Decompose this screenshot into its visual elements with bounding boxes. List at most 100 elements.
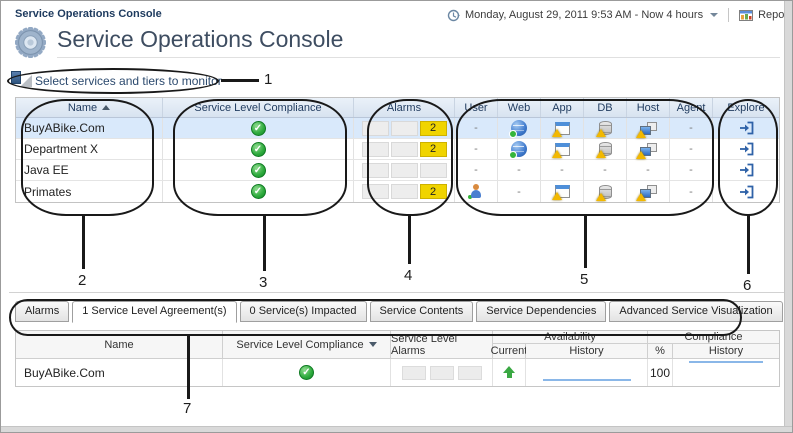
service-name: BuyABike.Com [16, 118, 163, 138]
callout-number-4: 4 [404, 267, 413, 284]
title-divider [57, 57, 780, 58]
db-cell [584, 118, 627, 138]
sla-column-header-compliance-history[interactable]: History [673, 344, 779, 359]
sla-column-header-current[interactable]: Current [490, 344, 528, 359]
callout-number-2: 2 [78, 272, 87, 289]
time-range-dropdown-icon[interactable] [710, 13, 719, 17]
time-range-label[interactable]: Monday, August 29, 2011 9:53 AM - Now 4 … [465, 9, 704, 21]
sla-percent-cell: 100 [648, 359, 673, 386]
sla-column-header-slc[interactable]: Service Level Compliance [223, 331, 391, 359]
availability-up-arrow-icon [502, 366, 516, 379]
column-header-web[interactable]: Web [498, 98, 541, 117]
compliance-cell [163, 139, 354, 159]
table-row[interactable]: Java EE - - - - - - [16, 160, 779, 181]
column-header-agent[interactable]: Agent [670, 98, 713, 117]
services-table-header: Name Service Level Compliance Alarms Use… [16, 98, 779, 118]
callout-number-7: 7 [183, 400, 192, 417]
app-warning-icon [551, 142, 570, 158]
agent-cell: - [670, 181, 713, 202]
column-header-slc[interactable]: Service Level Compliance [163, 98, 354, 117]
sla-compliance-history-cell [673, 359, 779, 386]
tab-advanced-service-visualization[interactable]: Advanced Service Visualization [609, 301, 783, 322]
alarm-count-badge[interactable]: 2 [419, 184, 447, 199]
app-cell [541, 118, 584, 138]
host-cell [627, 118, 670, 138]
table-row[interactable]: Department X 2 - - [16, 139, 779, 160]
column-header-name[interactable]: Name [16, 98, 163, 117]
alarms-cell: 2 [354, 181, 455, 202]
sla-compliance-cell [223, 359, 391, 386]
callout-number-5: 5 [580, 271, 589, 288]
window-right-edge [784, 1, 792, 432]
db-warning-icon [595, 184, 612, 201]
callout-line-4 [408, 215, 411, 264]
tab-service-dependencies[interactable]: Service Dependencies [476, 301, 607, 322]
column-header-alarms[interactable]: Alarms [354, 98, 455, 117]
user-cell: - [455, 160, 498, 180]
warning-triangle-icon [595, 129, 606, 137]
sla-alarms-cell [391, 359, 493, 386]
section-divider [9, 292, 786, 293]
column-header-app[interactable]: App [541, 98, 584, 117]
table-row[interactable]: Primates 2 - - [16, 181, 779, 202]
sla-table: Name Service Level Compliance Service Le… [15, 330, 780, 387]
alarm-count-badge[interactable]: 2 [419, 120, 447, 136]
explore-icon[interactable] [739, 185, 754, 199]
column-header-db[interactable]: DB [584, 98, 627, 117]
alarms-cell [354, 160, 455, 180]
sla-column-header-percent[interactable]: % [648, 344, 673, 359]
warning-triangle-icon [595, 192, 606, 201]
tab-alarms[interactable]: Alarms [15, 301, 70, 322]
tab-services-impacted[interactable]: 0 Service(s) Impacted [239, 301, 367, 322]
explore-cell [713, 160, 779, 180]
compliance-cell [163, 160, 354, 180]
app-warning-icon [551, 121, 570, 137]
sla-column-header-alarms[interactable]: Service Level Alarms [391, 331, 493, 359]
tab-service-contents[interactable]: Service Contents [369, 301, 474, 322]
host-cell [627, 181, 670, 202]
sla-group-header-compliance: Compliance [648, 331, 779, 344]
explore-icon[interactable] [739, 142, 754, 156]
explore-icon[interactable] [739, 163, 754, 177]
globe-icon [509, 120, 527, 138]
warning-triangle-icon [595, 150, 606, 158]
warning-triangle-icon [635, 150, 646, 159]
app-cell: - [541, 160, 584, 180]
service-name: Java EE [16, 160, 163, 180]
db-warning-icon [595, 142, 612, 158]
callout-line-3 [263, 215, 266, 271]
column-header-host[interactable]: Host [627, 98, 670, 117]
warning-triangle-icon [551, 149, 562, 158]
compliance-ok-icon [250, 162, 266, 178]
db-cell [584, 139, 627, 159]
host-cell [627, 139, 670, 159]
column-header-explore[interactable]: Explore [727, 101, 765, 114]
time-range-clock-icon [447, 9, 460, 21]
compliance-history-sparkline [689, 361, 763, 363]
column-header-user[interactable]: User [455, 98, 498, 117]
warning-triangle-icon [635, 193, 646, 201]
status-ok-dot [467, 194, 473, 200]
alarms-cell: 2 [354, 118, 455, 138]
tab-service-level-agreements[interactable]: 1 Service Level Agreement(s) [72, 301, 237, 323]
sla-column-header-availability-history[interactable]: History [526, 344, 648, 359]
compliance-cell [163, 118, 354, 138]
alarm-count-badge[interactable]: 2 [419, 141, 447, 157]
compliance-ok-icon [250, 120, 266, 136]
callout-number-1: 1 [264, 71, 273, 88]
app-warning-icon [551, 185, 570, 200]
sla-row-name[interactable]: BuyABike.Com [16, 359, 223, 386]
callout-line-1 [221, 79, 259, 82]
gear-icon [14, 27, 46, 63]
explore-icon[interactable] [739, 121, 754, 135]
callout-number-3: 3 [259, 274, 268, 291]
sla-column-header-name[interactable]: Name [16, 331, 223, 359]
select-services-link[interactable]: Select services and tiers to monitor [35, 74, 222, 88]
topbar: Monday, August 29, 2011 9:53 AM - Now 4 … [447, 8, 793, 22]
reports-button[interactable]: Reports [758, 9, 793, 21]
table-row[interactable]: BuyABike.Com 2 - - [16, 118, 779, 139]
user-cell: - [455, 139, 498, 159]
db-cell: - [584, 160, 627, 180]
compliance-cell [163, 181, 354, 202]
